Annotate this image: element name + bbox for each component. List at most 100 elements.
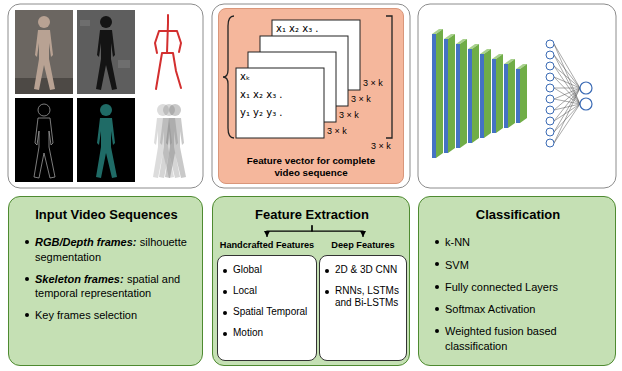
depth-silhouette-frame — [96, 104, 117, 178]
cnn-layers — [444, 39, 448, 153]
vector-element: xₖ — [240, 72, 250, 82]
depth-frame — [77, 10, 135, 94]
bullet-item: Weighted fusion based classification — [445, 324, 605, 353]
feature-vector-art — [223, 16, 392, 138]
handcrafted-box: Handcrafted FeaturesGlobalLocalSpatial T… — [217, 237, 317, 361]
bullet-text: Spatial Temporal — [233, 306, 307, 317]
bullet-text: k-NN — [445, 236, 470, 248]
bullet-item: Local — [233, 285, 312, 297]
bullet-item: Motion — [233, 327, 312, 339]
deep-box: Deep Features 2D & 3D CNN RNNs, LSTMs and … — [319, 237, 407, 361]
input-panel: Input Video SequencesRGB/Depth frames:si… — [8, 196, 203, 366]
cnn-layers — [448, 34, 455, 153]
bracket — [386, 16, 392, 138]
depth-silhouette-frame — [77, 98, 135, 182]
cnn-layers — [484, 49, 491, 138]
dense-layer — [546, 84, 554, 92]
vector-element: y₁ y₂ y₃ . — [240, 108, 283, 118]
dense-layer — [546, 139, 554, 147]
cnn-layers — [436, 29, 443, 158]
bullet-item: SVM — [445, 258, 605, 272]
panel-title: Feature Extraction — [225, 207, 399, 223]
bullet-item: Skeleton frames:spatial and temporal rep… — [35, 272, 192, 301]
rgb-frame — [15, 78, 73, 94]
classification-panel: Classification k-NN SVM Fully connected Lay… — [418, 196, 616, 366]
dense-layer — [546, 117, 554, 125]
rgb-frame — [34, 16, 55, 90]
depth-frame — [80, 20, 90, 26]
group-heading: Handcrafted Features — [217, 237, 317, 251]
bullet-text: RNNs, LSTMs and Bi-LSTMs — [335, 285, 399, 308]
dimension-label: 3 × k — [339, 111, 359, 120]
depth-frame — [77, 10, 135, 94]
bullet-list: k-NN SVM Fully connected LayersSoftmax Act… — [431, 235, 605, 353]
cnn-layers — [456, 44, 460, 148]
dense-layer — [554, 44, 580, 143]
bullet-text: Local — [233, 285, 257, 296]
bullet-text: 2D & 3D CNN — [335, 264, 397, 275]
bullet-item: 2D & 3D CNN — [335, 264, 402, 276]
skeleton-frame — [155, 15, 181, 89]
dense-layer — [546, 40, 554, 48]
bullet-item: Global — [233, 264, 312, 276]
bullet-text: Global — [233, 264, 262, 275]
cnn-layers — [520, 64, 527, 123]
depth-frame — [96, 16, 117, 90]
silhouette-frame — [15, 98, 73, 182]
silhouette-frame — [15, 98, 73, 182]
box-caption: Feature vector for complete video sequen… — [238, 155, 384, 178]
dense-layer — [546, 40, 592, 147]
dimension-label: 3 × k — [363, 79, 383, 88]
rgb-frame — [15, 10, 73, 94]
feature-list-box: GlobalLocalSpatial TemporalMotion — [217, 255, 317, 361]
dense-layer — [580, 82, 592, 94]
bullet-list: RGB/Depth frames:silhouette segmentation… — [21, 235, 192, 322]
dense-layer — [546, 106, 554, 114]
cnn-layers — [472, 44, 479, 143]
bracket — [223, 16, 234, 138]
bullet-item: Key frames selection — [35, 308, 192, 322]
bullet-term: Skeleton frames: — [35, 273, 124, 285]
dense-layer — [546, 73, 554, 81]
bullet-text: Key frames selection — [35, 309, 137, 321]
vector-element: x₁ x₂ x₃ . — [240, 90, 283, 100]
bullet-item: k-NN — [445, 235, 605, 249]
feature-panel: Feature ExtractionHandcrafted FeaturesGl… — [212, 196, 410, 366]
cnn-layers — [432, 34, 436, 158]
bullet-text: Weighted fusion based classification — [445, 325, 557, 351]
bullet-text: SVM — [445, 259, 469, 271]
bullet-item: RNNs, LSTMs and Bi-LSTMs — [335, 285, 402, 309]
depth-frame — [118, 60, 130, 68]
cnn-layers — [432, 29, 527, 158]
rgb-frame — [15, 10, 73, 94]
dense-layer — [580, 98, 592, 110]
dense-layer — [546, 128, 554, 136]
dimension-label: 3 × k — [327, 127, 347, 136]
group-heading: Deep Features — [319, 237, 407, 251]
cnn-layers — [504, 64, 508, 128]
motion-history-frame — [139, 98, 197, 182]
panel-title: Classification — [431, 207, 605, 223]
cnn-layers — [468, 49, 472, 143]
bullet-text: Fully connected Layers — [445, 281, 558, 293]
depth-silhouette-frame — [77, 98, 135, 182]
panel-title: Input Video Sequences — [21, 207, 192, 223]
cnn-layers — [480, 54, 484, 138]
skeleton-frame — [139, 10, 197, 94]
silhouette-frame — [34, 104, 55, 178]
skeleton-frame — [155, 15, 181, 89]
bullet-term: RGB/Depth frames: — [35, 236, 136, 248]
bullet-list: GlobalLocalSpatial TemporalMotion — [222, 264, 312, 339]
bullet-item: Spatial Temporal — [233, 306, 312, 318]
vector-element: x₁ x₂ x₃ . — [276, 24, 319, 34]
cnn-layers — [460, 39, 467, 148]
bullet-text: Softmax Activation — [445, 303, 536, 315]
bullet-item: Fully connected Layers — [445, 280, 605, 294]
dense-layer — [546, 62, 554, 70]
panel-outline — [212, 4, 410, 188]
bullet-list: 2D & 3D CNN RNNs, LSTMs and Bi-LSTMs — [324, 264, 402, 309]
vector-card — [236, 68, 324, 138]
cnn-layers — [508, 59, 515, 128]
cnn-layers — [496, 54, 503, 133]
